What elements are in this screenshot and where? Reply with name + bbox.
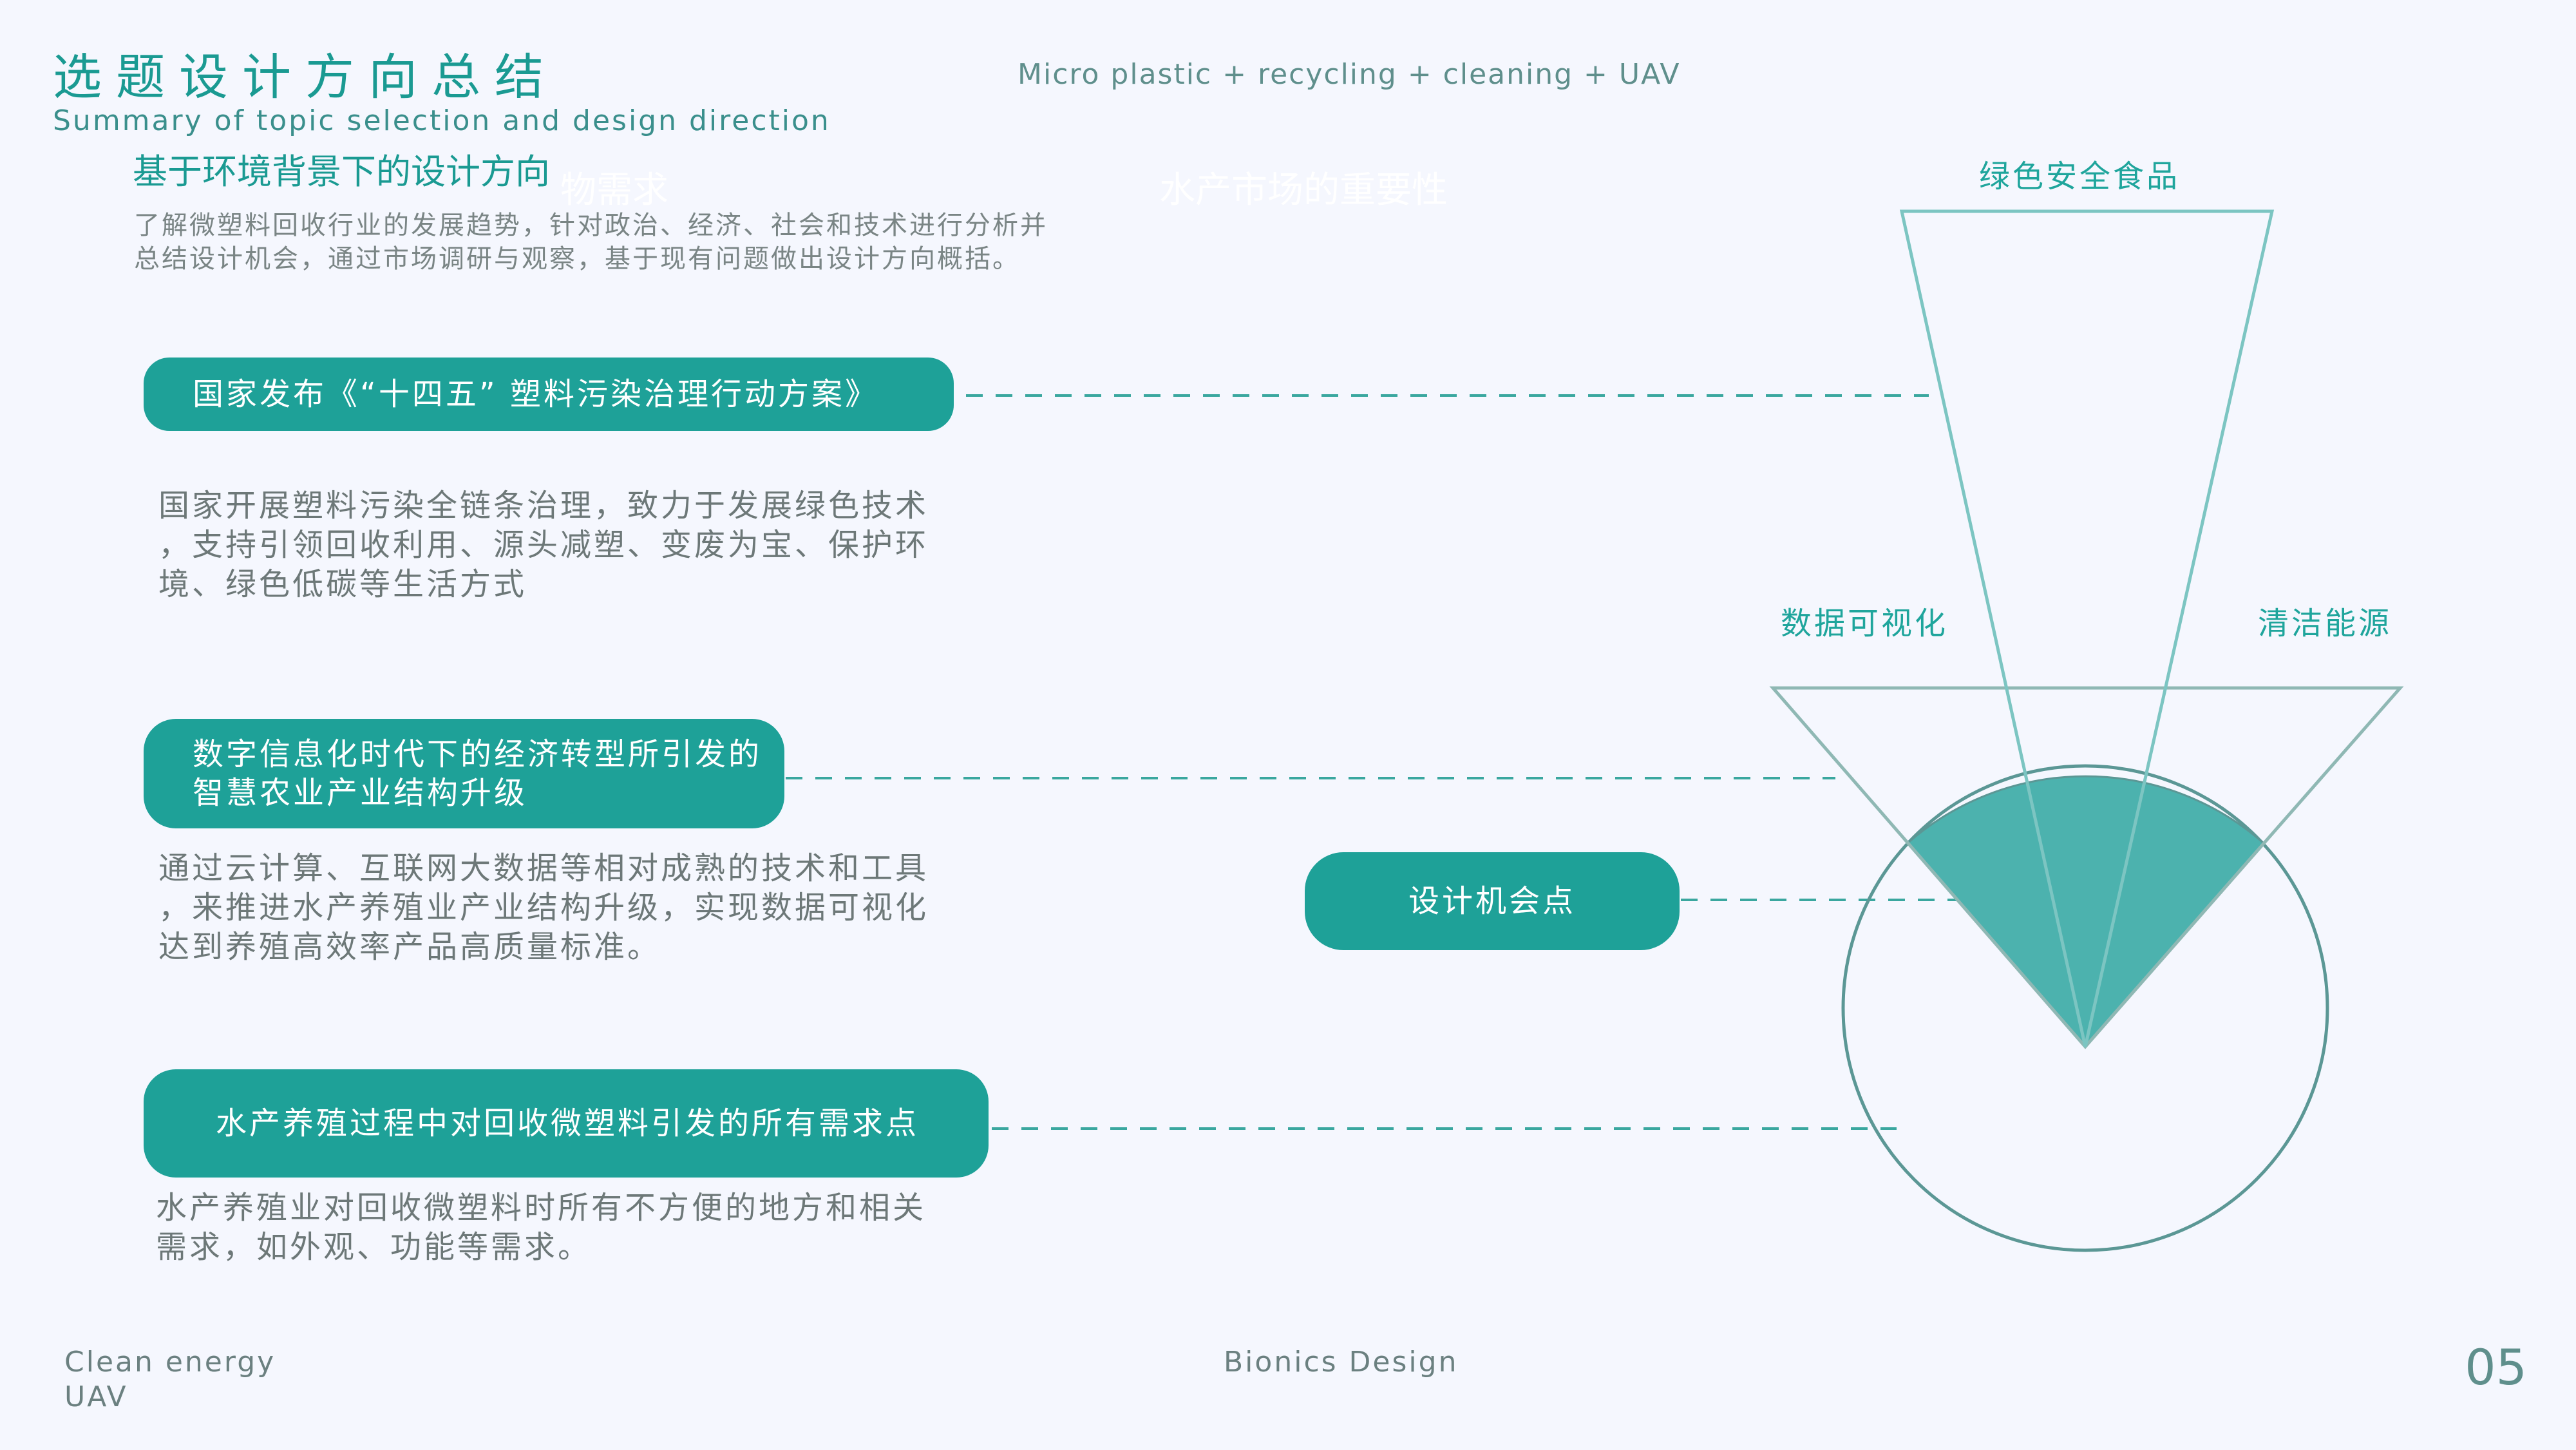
intro-paragraph: 了解微塑料回收行业的发展趋势，针对政治、经济、社会和技术进行分析并 总结设计机会… (134, 209, 1048, 276)
footer-left-line-2: UAV (64, 1380, 128, 1413)
factor-text-line: 国家开展塑料污染全链条治理，致力于发展绿色技术 (158, 488, 929, 524)
factor-text-demand: 水产养殖业对回收微塑料时所有不方便的地方和相关 需求，如外观、功能等需求。 (156, 1188, 929, 1267)
label-data-visualization: 数据可视化 (1781, 606, 1949, 642)
factor-pill-policy: 国家发布《“十四五” 塑料污染治理行动方案》 (144, 358, 954, 431)
topic-tagline: Micro plastic + recycling + cleaning + U… (1018, 58, 1681, 91)
intro-line-2: 总结设计机会，通过市场调研与观察，基于现有问题做出设计方向概括。 (134, 244, 1020, 274)
factor-pill-economy-label-2: 智慧农业产业结构升级 (193, 775, 528, 811)
section-heading: 基于环境背景下的设计方向 (133, 151, 550, 192)
factor-pill-demand: 水产养殖过程中对回收微塑料引发的所有需求点 (144, 1069, 989, 1178)
ghost-text-1: 物需求 (560, 169, 668, 211)
factor-text-line: 水产养殖业对回收微塑料时所有不方便的地方和相关 (156, 1190, 927, 1226)
factor-text-line: ，来推进水产养殖业产业结构升级，实现数据可视化 (158, 890, 929, 926)
factor-pill-policy-label: 国家发布《“十四五” 塑料污染治理行动方案》 (193, 376, 878, 412)
base-circle (1841, 764, 2329, 1252)
factor-pill-economy-label-1: 数字信息化时代下的经济转型所引发的 (193, 736, 762, 772)
page-subtitle: Summary of topic selection and design di… (53, 104, 831, 137)
footer-left: Clean energy UAV (64, 1345, 276, 1415)
factor-text-line: ，支持引领回收利用、源头减塑、变废为宝、保护环 (158, 527, 929, 563)
page-number: 05 (2465, 1339, 2527, 1396)
factor-text-line: 达到养殖高效率产品高质量标准。 (158, 929, 661, 965)
factor-text-line: 通过云计算、互联网大数据等相对成熟的技术和工具 (158, 850, 929, 886)
label-green-food: 绿色安全食品 (1979, 158, 2181, 195)
factor-pill-demand-label: 水产养殖过程中对回收微塑料引发的所有需求点 (216, 1105, 920, 1141)
opportunity-sector (1906, 775, 2266, 1049)
design-opportunity-label: 设计机会点 (1408, 883, 1576, 919)
narrow-triangle (1899, 209, 2275, 1047)
ghost-text-2: 水产市场的重要性 (1159, 169, 1448, 211)
intro-line-1: 了解微塑料回收行业的发展趋势，针对政治、经济、社会和技术进行分析并 (134, 211, 1048, 240)
design-opportunity-pill: 设计机会点 (1305, 852, 1680, 950)
factor-text-line: 境、绿色低碳等生活方式 (158, 566, 527, 602)
factor-pill-economy: 数字信息化时代下的经济转型所引发的 智慧农业产业结构升级 (144, 719, 784, 828)
wide-triangle (1769, 686, 2404, 1049)
label-clean-energy: 清洁能源 (2258, 606, 2392, 642)
factor-text-policy: 国家开展塑料污染全链条治理，致力于发展绿色技术 ，支持引领回收利用、源头减塑、变… (158, 486, 931, 604)
footer-left-line-1: Clean energy (64, 1346, 276, 1378)
factor-text-economy: 通过云计算、互联网大数据等相对成熟的技术和工具 ，来推进水产养殖业产业结构升级，… (158, 849, 931, 967)
page-title: 选题设计方向总结 (53, 48, 558, 106)
footer-center: Bionics Design (1224, 1346, 1459, 1378)
factor-text-line: 需求，如外观、功能等需求。 (156, 1229, 592, 1265)
